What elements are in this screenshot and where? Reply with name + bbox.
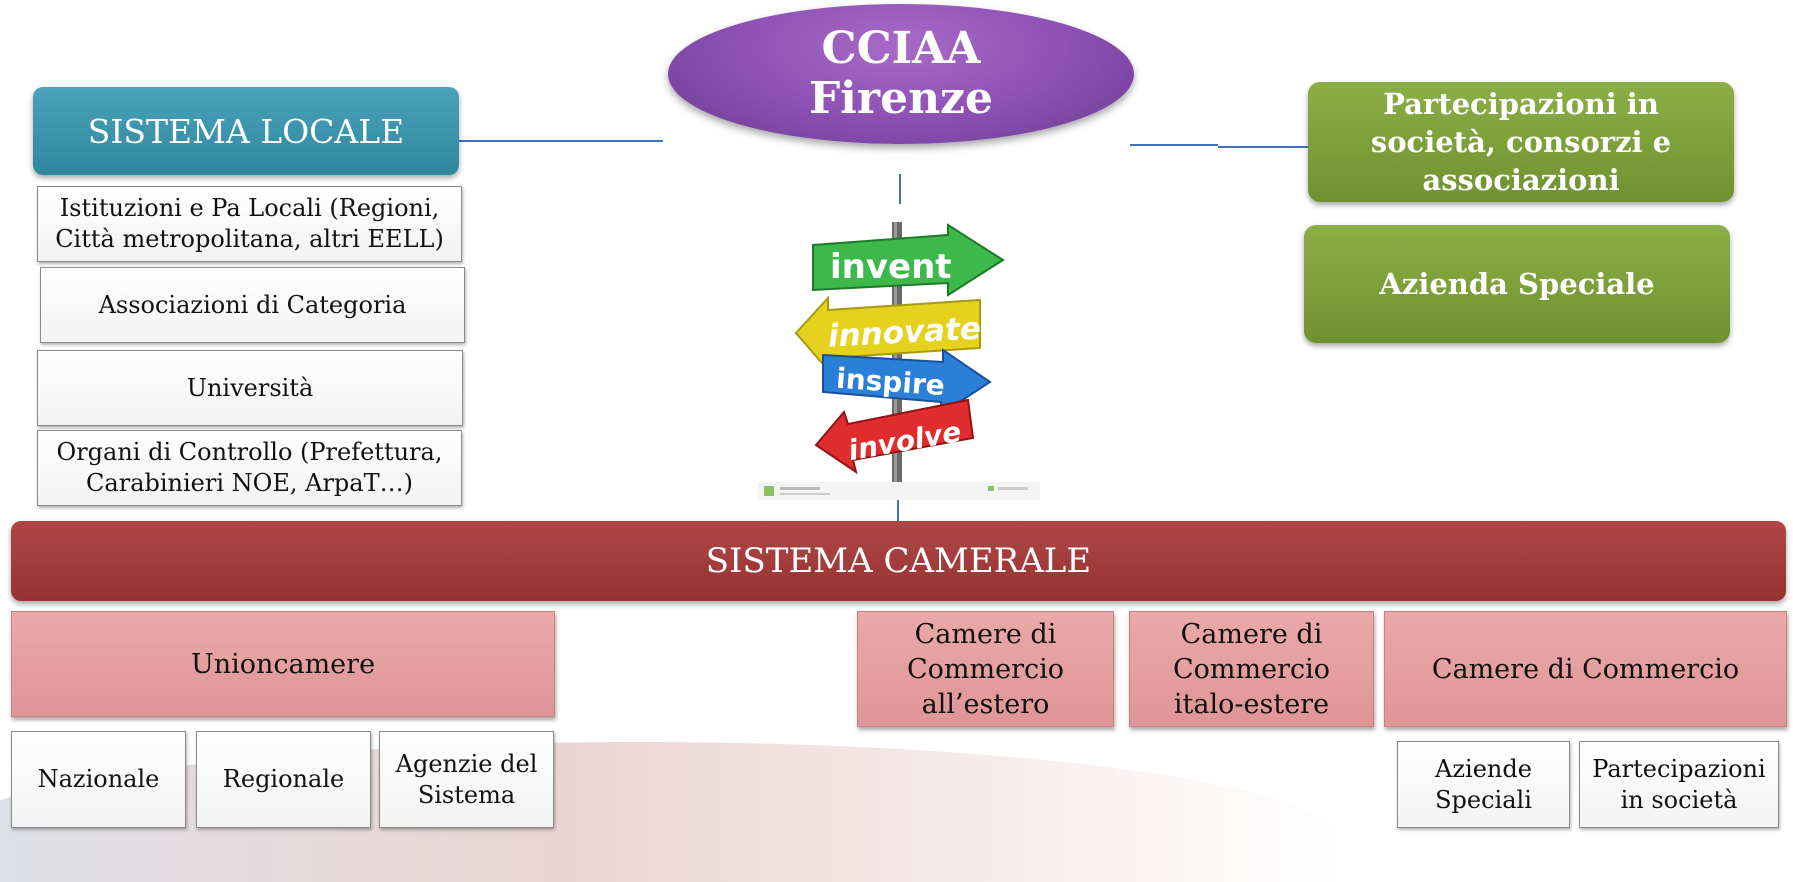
- unioncamere-box[interactable]: Unioncamere: [11, 611, 555, 717]
- arrow-innovate-label: innovate: [827, 311, 982, 355]
- signpost-svg: invent innovate inspire involve: [758, 222, 1040, 500]
- unioncamere-regionale[interactable]: Regionale: [196, 731, 371, 828]
- camere-aziende-speciali[interactable]: Aziende Speciali: [1397, 741, 1570, 828]
- camere-commercio-box[interactable]: Camere di Commercio: [1384, 611, 1787, 727]
- locale-item-istituzioni[interactable]: Istituzioni e Pa Locali (Regioni, Città …: [37, 186, 462, 262]
- watermark-strip: [758, 482, 1040, 500]
- arrow-inspire: inspire: [822, 348, 992, 416]
- unioncamere-label: Unioncamere: [190, 648, 376, 680]
- connector-right-1: [1130, 144, 1218, 146]
- azienda-speciale-label: Azienda Speciale: [1379, 267, 1655, 301]
- unioncamere-agenzie[interactable]: Agenzie del Sistema: [379, 731, 554, 828]
- watermark-text: [780, 493, 830, 495]
- unioncamere-child-label: Regionale: [222, 765, 345, 793]
- watermark-text: [998, 487, 1028, 490]
- arrow-invent: invent: [812, 223, 1005, 297]
- sistema-camerale-title: SISTEMA CAMERALE: [705, 541, 1092, 581]
- locale-item-label: Università: [186, 373, 314, 402]
- arrow-inspire-label: inspire: [835, 362, 946, 402]
- camere-italo-label: Camere di Commercio italo-estere: [1172, 618, 1331, 720]
- watermark-text: [780, 487, 820, 490]
- locale-item-organi-controllo[interactable]: Organi di Controllo (Prefettura, Carabin…: [37, 430, 462, 506]
- cciaa-node[interactable]: CCIAA Firenze: [668, 4, 1134, 144]
- camere-estero-box[interactable]: Camere di Commercio all’estero: [857, 611, 1114, 727]
- locale-item-label: Istituzioni e Pa Locali (Regioni, Città …: [55, 194, 444, 253]
- partecipazioni-label: Partecipazioni in società, consorzi e as…: [1370, 87, 1672, 197]
- sistema-camerale-bar[interactable]: SISTEMA CAMERALE: [11, 521, 1786, 601]
- camere-italo-box[interactable]: Camere di Commercio italo-estere: [1129, 611, 1374, 727]
- camere-commercio-label: Camere di Commercio: [1431, 653, 1740, 685]
- partecipazioni-box[interactable]: Partecipazioni in società, consorzi e as…: [1308, 82, 1734, 202]
- arrow-innovate: innovate: [794, 295, 982, 373]
- cciaa-line2: Firenze: [808, 73, 994, 124]
- azienda-speciale-box[interactable]: Azienda Speciale: [1304, 225, 1730, 343]
- watermark-logo: [988, 486, 994, 491]
- sistema-locale-header[interactable]: SISTEMA LOCALE: [33, 87, 459, 175]
- cciaa-line1: CCIAA: [821, 23, 981, 74]
- camere-child-label: Aziende Speciali: [1435, 754, 1532, 814]
- connector-left: [459, 140, 663, 142]
- locale-item-associazioni[interactable]: Associazioni di Categoria: [40, 267, 465, 343]
- unioncamere-nazionale[interactable]: Nazionale: [11, 731, 186, 828]
- arrow-invent-label: invent: [830, 247, 952, 287]
- camere-estero-label: Camere di Commercio all’estero: [906, 618, 1065, 720]
- unioncamere-child-label: Agenzie del Sistema: [395, 749, 538, 809]
- watermark-logo: [764, 486, 774, 496]
- connector-vertical-bottom: [897, 494, 899, 522]
- camere-child-label: Partecipazioni in società: [1592, 754, 1766, 814]
- connector-vertical-top: [899, 174, 901, 204]
- signpost-image: invent innovate inspire involve: [758, 210, 1040, 500]
- locale-item-label: Associazioni di Categoria: [98, 290, 407, 319]
- connector-right-2: [1218, 146, 1308, 148]
- unioncamere-child-label: Nazionale: [37, 765, 160, 793]
- locale-item-universita[interactable]: Università: [37, 350, 463, 426]
- locale-item-label: Organi di Controllo (Prefettura, Carabin…: [56, 438, 443, 497]
- sistema-locale-title: SISTEMA LOCALE: [87, 111, 405, 151]
- camere-partecipazioni[interactable]: Partecipazioni in società: [1579, 741, 1779, 828]
